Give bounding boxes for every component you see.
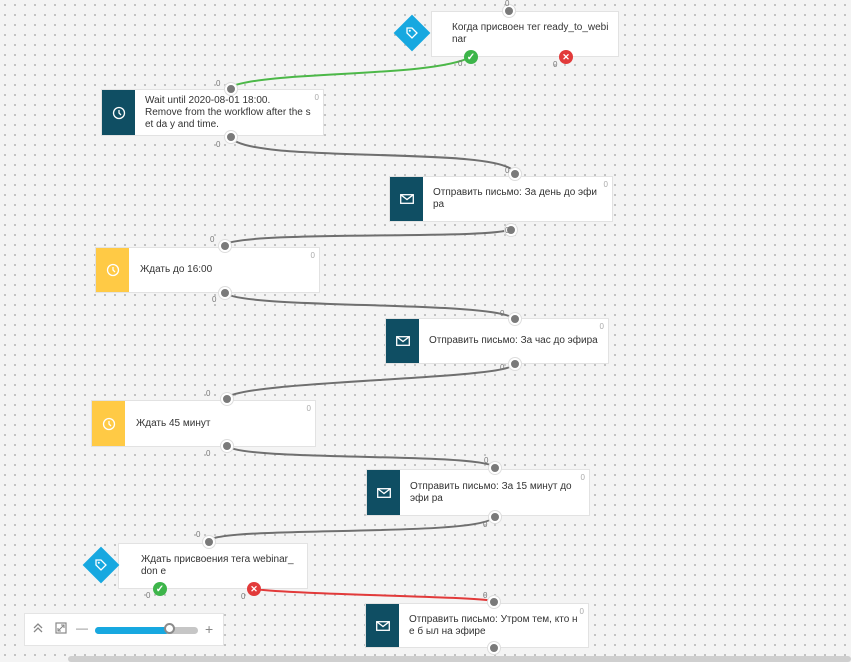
no-branch-icon[interactable]: ✕ bbox=[559, 50, 573, 64]
node-label: Wait until 2020-08-01 18:00. Remove from… bbox=[145, 94, 311, 130]
output-port[interactable] bbox=[219, 287, 231, 299]
zoom-controls: — + bbox=[24, 613, 224, 646]
wait-node[interactable]: Wait until 2020-08-01 18:00. Remove from… bbox=[101, 89, 324, 136]
chevrons-up-icon[interactable] bbox=[32, 622, 44, 637]
input-port[interactable] bbox=[488, 596, 500, 608]
link-email-3-to-wait-tag bbox=[207, 515, 495, 542]
clock-icon bbox=[102, 90, 135, 135]
node-count: 0 bbox=[579, 607, 584, 616]
port-count: 0 bbox=[484, 456, 489, 465]
port-count: 0 bbox=[483, 520, 488, 529]
clock-icon bbox=[96, 248, 129, 292]
node-count: 0 bbox=[603, 180, 608, 189]
port-count: 0 bbox=[483, 591, 488, 600]
node-count: 0 bbox=[580, 473, 585, 482]
port-count: 0 bbox=[210, 235, 215, 244]
input-port[interactable] bbox=[509, 168, 521, 180]
node-label: Ждать присвоения тега webinar_don e bbox=[141, 554, 294, 577]
envelope-icon bbox=[367, 470, 400, 515]
tag-icon bbox=[82, 546, 120, 584]
port-count: 0 bbox=[216, 79, 221, 88]
horizontal-scrollbar[interactable] bbox=[68, 656, 851, 662]
link-yes-trigger-to-wait bbox=[229, 56, 472, 88]
node-label: Ждать 45 минут bbox=[136, 417, 211, 429]
port-count: 0 bbox=[505, 0, 510, 8]
node-label: Отправить письмо: За 15 минут до эфи ра bbox=[410, 480, 575, 504]
zoom-slider[interactable] bbox=[95, 623, 198, 634]
link-email-2-to-wait-3 bbox=[225, 363, 515, 399]
zoom-slider-handle[interactable] bbox=[164, 623, 176, 634]
port-count: 0 bbox=[505, 226, 510, 235]
input-port[interactable] bbox=[221, 393, 233, 405]
input-port[interactable] bbox=[503, 5, 515, 17]
wait-node[interactable]: Ждать 45 минут 0 bbox=[91, 400, 316, 447]
link-wait-2-to-email-2 bbox=[223, 291, 515, 320]
output-port[interactable] bbox=[505, 224, 517, 236]
port-count: 0 bbox=[206, 389, 211, 398]
yes-branch-icon[interactable]: ✓ bbox=[464, 50, 478, 64]
port-count: 0 bbox=[500, 309, 505, 318]
port-count: 0 bbox=[212, 295, 217, 304]
link-wait-3-to-email-3 bbox=[225, 444, 495, 468]
node-count: 0 bbox=[599, 322, 604, 331]
yes-branch-icon[interactable]: ✓ bbox=[153, 582, 167, 596]
envelope-icon bbox=[390, 177, 423, 221]
envelope-icon bbox=[386, 319, 419, 363]
send-email-node[interactable]: Отправить письмо: За час до эфира 0 bbox=[385, 318, 609, 364]
node-count: 0 bbox=[314, 93, 319, 102]
no-branch-icon[interactable]: ✕ bbox=[247, 582, 261, 596]
tag-icon bbox=[393, 14, 431, 52]
port-count: 0 bbox=[241, 592, 246, 601]
input-port[interactable] bbox=[219, 240, 231, 252]
node-label: Ждать до 16:00 bbox=[140, 264, 213, 275]
input-port[interactable] bbox=[203, 536, 215, 548]
input-port[interactable] bbox=[489, 462, 501, 474]
output-port[interactable] bbox=[489, 511, 501, 523]
node-count: 0 bbox=[310, 251, 315, 260]
zoom-out-button[interactable]: — bbox=[76, 621, 88, 635]
input-port[interactable] bbox=[509, 313, 521, 325]
port-count: 0 bbox=[196, 530, 201, 539]
zoom-in-button[interactable]: + bbox=[205, 621, 214, 637]
fit-screen-icon[interactable] bbox=[55, 622, 67, 637]
envelope-icon bbox=[366, 604, 399, 647]
port-count: 0 bbox=[216, 140, 221, 149]
port-count: 0 bbox=[500, 363, 505, 372]
port-count: 0 bbox=[553, 60, 558, 69]
output-port[interactable] bbox=[488, 642, 500, 654]
port-count: 0 bbox=[206, 449, 211, 458]
wait-tag-node[interactable]: Ждать присвоения тега webinar_don e bbox=[118, 543, 308, 589]
link-email-1-to-wait-2 bbox=[223, 228, 511, 246]
send-email-node[interactable]: Отправить письмо: За 15 минут до эфи ра … bbox=[366, 469, 590, 516]
output-port[interactable] bbox=[225, 131, 237, 143]
node-label: Отправить письмо: За день до эфира bbox=[433, 187, 597, 210]
port-count: 0 bbox=[505, 166, 510, 175]
send-email-node[interactable]: Отправить письмо: За день до эфира 0 bbox=[389, 176, 613, 222]
zoom-slider-fill bbox=[95, 627, 170, 634]
link-no-waittag-to-email-4 bbox=[253, 588, 494, 602]
link-wait-to-email-1 bbox=[229, 135, 515, 173]
output-port[interactable] bbox=[221, 440, 233, 452]
wait-node[interactable]: Ждать до 16:00 0 bbox=[95, 247, 320, 293]
port-count: 0 bbox=[146, 591, 151, 600]
node-count: 0 bbox=[306, 404, 311, 413]
output-port[interactable] bbox=[509, 358, 521, 370]
node-label: Отправить письмо: Утром тем, кто не б ыл… bbox=[409, 613, 578, 637]
port-count: 0 bbox=[458, 59, 463, 68]
clock-icon bbox=[92, 401, 125, 446]
trigger-node-tag-assigned[interactable]: Когда присвоен тег ready_to_webinar bbox=[431, 11, 619, 57]
node-label: Когда присвоен тег ready_to_webinar bbox=[452, 22, 609, 45]
node-label: Отправить письмо: За час до эфира bbox=[429, 335, 598, 346]
send-email-node[interactable]: Отправить письмо: Утром тем, кто не б ыл… bbox=[365, 603, 589, 648]
input-port[interactable] bbox=[225, 83, 237, 95]
